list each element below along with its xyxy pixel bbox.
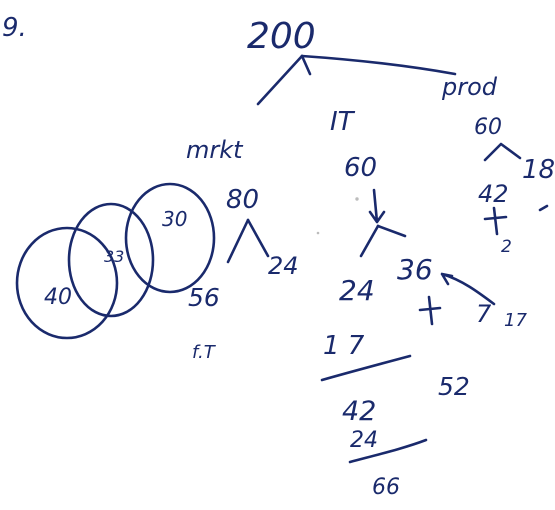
it-sum-top: 42: [342, 396, 376, 427]
it-total: 60: [344, 153, 377, 183]
it-left-value: 24: [339, 274, 375, 307]
it-arrow-down: [368, 188, 386, 224]
label-it: IT: [330, 107, 356, 137]
question-number: 9.: [2, 13, 27, 43]
it-split-right: [376, 224, 407, 238]
prod-plus-mark: [483, 206, 508, 236]
it-sum-bottom: 24: [350, 428, 378, 453]
prod-right-value: 18: [522, 155, 555, 185]
marketing-left-note: f.T: [192, 342, 217, 363]
venn-circle-right: [124, 182, 216, 294]
marketing-right-value: 24: [268, 252, 299, 280]
root-branch-center: [300, 54, 312, 76]
label-marketing: mrkt: [186, 136, 244, 164]
prod-left-value: 42: [478, 180, 509, 208]
it-plus-mark: [418, 295, 442, 326]
venn-middle-value: 33: [104, 247, 124, 266]
root-branch-right: [300, 54, 457, 76]
venn-left-value: 40: [44, 285, 72, 310]
it-split-value: 1 7: [323, 331, 365, 361]
venn-circle-middle: [67, 202, 155, 318]
prod-total: 60: [474, 115, 502, 140]
prod-split: [483, 142, 522, 162]
stray-mark: [355, 197, 359, 201]
marketing-left-value: 56: [188, 283, 220, 312]
it-far-right-value: 7: [476, 300, 492, 328]
it-sum-result: 66: [372, 475, 400, 500]
it-right-value: 36: [397, 253, 433, 286]
it-sum-line-1: [320, 354, 412, 382]
root-branch-left: [256, 54, 304, 106]
it-side-note: 52: [438, 372, 470, 401]
venn-right-value: 30: [162, 207, 187, 231]
label-prod: prod: [441, 73, 498, 101]
it-split-left: [359, 224, 380, 258]
prod-below-value: 2: [501, 237, 512, 257]
root-total: 200: [247, 16, 316, 57]
it-far-right-value-2: 17: [504, 310, 527, 331]
venn-circle-left: [15, 226, 119, 340]
marketing-split-left: [226, 218, 250, 264]
it-sum-line-2: [348, 438, 428, 464]
stray-mark: [316, 231, 320, 235]
prod-dash: [538, 204, 549, 212]
it-arrow-right: [440, 272, 496, 306]
marketing-total: 80: [226, 185, 259, 215]
marketing-split-right: [246, 218, 270, 258]
